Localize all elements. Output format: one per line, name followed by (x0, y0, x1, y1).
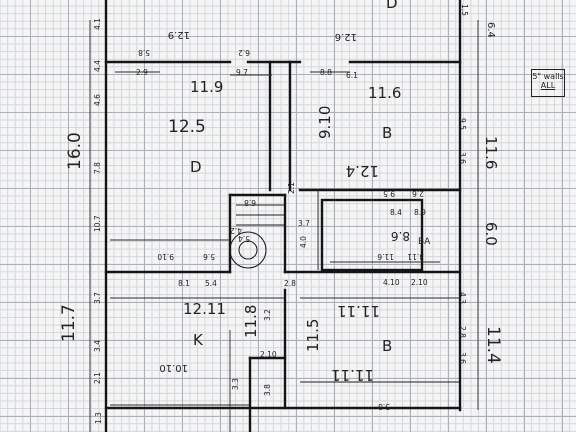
room-label-k: K (193, 331, 204, 349)
dimension-label: 5.6 (203, 252, 215, 261)
room-size: 9.10 (316, 106, 334, 139)
stair-spiral (229, 231, 267, 269)
dimension-label: 6.1 (346, 71, 358, 80)
room-size: 11.8 (242, 305, 260, 338)
dimension-label: 8.8 (320, 68, 332, 77)
dimension-label: 8.9 (414, 208, 426, 217)
dimension-label: 5.8 (378, 402, 390, 411)
outer-dimension: 11.6 (482, 136, 500, 169)
dimension-label: 11.6 (377, 252, 394, 261)
room-size: 11.5 (304, 319, 322, 352)
dimension-label: 4.0 (299, 236, 308, 248)
dimension-label: 5.4 (205, 279, 217, 288)
dimension-label: 4.1 (93, 18, 102, 30)
dimension-label: 9.5 (383, 189, 395, 198)
room-size: 12.5 (168, 117, 206, 137)
dimension-label: 6.8 (244, 198, 256, 207)
dimension-label: 6.2 (238, 48, 250, 57)
room-label-d-top: D (386, 0, 398, 12)
dimension-label: 3.8 (263, 384, 272, 396)
dimension-label: 2.1 (93, 372, 102, 384)
dimension-label: 2.10 (260, 350, 277, 359)
dimension-label: 8.4 (390, 208, 402, 217)
room-size: 11.6 (368, 84, 401, 102)
dimension-label: 2.8 (284, 279, 296, 288)
dimension-label: 3.4 (93, 340, 102, 352)
note-line-1: 5" walls (532, 72, 564, 81)
bath-enclosure (320, 198, 424, 272)
room-label-d: D (190, 158, 202, 176)
dimension-label: 10.7 (93, 215, 102, 232)
dimension-label: 3.3 (231, 378, 240, 390)
dimension-label: 4.10 (383, 278, 400, 287)
dimension-label: 5.4 (238, 234, 250, 243)
room-size: 11.11 (331, 366, 374, 384)
outer-dimension: 6.4 (485, 22, 496, 38)
dimension-label: 2.8 (458, 326, 467, 338)
room-size: 12.9 (168, 29, 190, 40)
room-size: 10.10 (159, 362, 188, 373)
room-size: 11.11 (337, 302, 380, 320)
dimension-label: 8.1 (178, 279, 190, 288)
dimension-label: 4.3 (458, 292, 467, 304)
room-size: 12.11 (183, 300, 226, 318)
outer-dimension: 16.0 (65, 132, 85, 170)
dimension-label: 2.9 (136, 68, 148, 77)
room-label-b-upper: B (382, 124, 392, 142)
outer-dimension: 11.7 (59, 304, 79, 342)
dimension-label: 4.6 (93, 94, 102, 106)
room-label-ba: BA (418, 237, 431, 247)
outer-dimension: 6.0 (482, 222, 500, 246)
wall-thickness-note: 5" walls ALL (531, 69, 565, 97)
dimension-label: 5.8 (138, 48, 150, 57)
dimension-label: 4.2 (230, 226, 242, 235)
dimension-label: 3.7 (298, 219, 310, 228)
dimension-label: 3.6 (458, 152, 467, 164)
dimension-label: 2.10 (411, 278, 428, 287)
dimension-label: 4.4 (93, 60, 102, 72)
outer-dimension: 11.4 (483, 326, 503, 364)
dimension-label: 1.3 (94, 412, 103, 424)
note-line-2: ALL (540, 81, 556, 90)
dimension-label: 1.5 (460, 4, 469, 16)
dimension-label: 9.10 (157, 252, 174, 261)
dimension-label: 2.6 (412, 189, 424, 198)
room-size: 11.9 (190, 78, 223, 96)
dimension-label: 3.6 (458, 352, 467, 364)
room-size: 12.6 (335, 31, 357, 42)
room-label-b-lower: B (382, 337, 392, 355)
room-size: 12.4 (346, 162, 379, 180)
stair-spiral-inner (238, 240, 258, 260)
dimension-label: 3.2 (263, 309, 272, 321)
dimension-label: 3.7 (93, 292, 102, 304)
dimension-label: 9.5 (458, 118, 467, 130)
dimension-label: 7.8 (93, 162, 102, 174)
dimension-label: 9.7 (236, 68, 248, 77)
dimension-label: 3.11 (407, 252, 424, 261)
dimension-label: 2.1 (287, 182, 296, 194)
room-size: 8.6 (391, 229, 410, 243)
